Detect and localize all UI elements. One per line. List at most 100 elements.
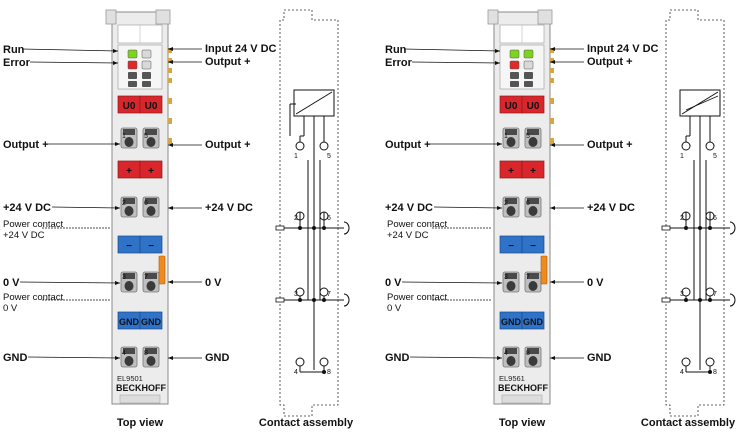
status-led [141, 49, 152, 59]
pin-label: 7 [327, 291, 331, 298]
pin-label: 6 [713, 215, 717, 222]
gnd-pad-label: GND [501, 317, 522, 327]
pin-label: 5 [327, 153, 331, 160]
model-number: EL9561 [499, 374, 525, 383]
plus-24v-label: +24 V DC [385, 202, 433, 214]
minus-pad-label: − [148, 241, 154, 252]
plus-24v-label: +24 V DC [3, 202, 51, 214]
power-contact-24v-label: Power contact [3, 219, 64, 230]
pin-label: 7 [144, 274, 148, 281]
output-plus-label: Output + [385, 139, 431, 151]
pin-label: 8 [713, 369, 717, 376]
pin-label: 4 [294, 369, 298, 376]
gnd-label: GND [587, 352, 612, 364]
plus-pad-right [521, 160, 545, 179]
pin-label: 3 [680, 291, 684, 298]
brand-logo: BECKHOFF [498, 383, 548, 393]
gnd-label: GND [3, 352, 28, 364]
output-plus-label: Output + [3, 139, 49, 151]
plus-24v-label: +24 V DC [587, 202, 635, 214]
u0-pad-label: U0 [527, 101, 540, 112]
error-led [127, 60, 138, 70]
power-contact-0v-label: 0 V [387, 303, 402, 314]
minus-pad-label: − [530, 241, 536, 252]
u0-pad-label: U0 [145, 101, 158, 112]
pin-label: 8 [144, 350, 148, 357]
zero-v-label: 0 V [3, 277, 20, 289]
pin-label: 2 [294, 215, 298, 222]
pin-label: 5 [144, 133, 148, 140]
contact-assembly-caption: Contact assembly [259, 417, 354, 429]
contact-assembly-caption: Contact assembly [641, 417, 736, 429]
pin-label: 7 [713, 291, 717, 298]
gnd-label: GND [205, 352, 230, 364]
pin-label: 1 [122, 133, 126, 140]
pin-label: 2 [680, 215, 684, 222]
plus-24v-label: +24 V DC [205, 202, 253, 214]
plus-pad-label: + [148, 166, 154, 177]
pin-label: 4 [504, 350, 508, 357]
gnd-pad-right [139, 311, 163, 330]
model-number: EL9501 [117, 374, 143, 383]
minus-pad-label: − [126, 241, 132, 252]
run-led [127, 49, 138, 59]
error-led [509, 60, 520, 70]
pin-label: 1 [294, 153, 298, 160]
pin-label: 4 [680, 369, 684, 376]
pin-label: 5 [526, 133, 530, 140]
orange-release-tab[interactable] [158, 255, 166, 285]
plus-pad-label: + [508, 166, 514, 177]
u0-pad-label: U0 [123, 101, 136, 112]
output-plus-label: Output + [205, 56, 251, 68]
pin-label: 6 [327, 215, 331, 222]
output-plus-label: Output + [587, 56, 633, 68]
run-led [509, 49, 520, 59]
error-label: Error [3, 57, 31, 69]
power-contact-24v-label: +24 V DC [387, 230, 429, 241]
output-plus-label: Output + [587, 139, 633, 151]
pin-label: 2 [122, 200, 126, 207]
led-panel [499, 44, 545, 90]
u0-pad-right [139, 95, 163, 114]
contact-assembly-el9561: 1 5 2 6 3 7 4 8 Contact ass [641, 9, 736, 429]
status-led [141, 60, 152, 70]
output-plus-label: Output + [205, 139, 251, 151]
orange-release-tab[interactable] [540, 255, 548, 285]
pin-label: 3 [122, 274, 126, 281]
status-led [523, 49, 534, 59]
plus-pad-label: + [126, 166, 132, 177]
gnd-pad-label: GND [119, 317, 140, 327]
pin-label: 6 [526, 200, 530, 207]
pin-label: 5 [713, 153, 717, 160]
module-el9561: U0 U0 1 5 + + 2 6 − − 3 7 GND GND 4 8 EL… [385, 9, 659, 429]
u0-pad-label: U0 [505, 101, 518, 112]
contact-assembly-el9501: 1 5 2 6 3 7 4 8 Contact ass [259, 9, 354, 429]
status-led [523, 60, 534, 70]
pin-label: 8 [526, 350, 530, 357]
minus-pad-label: − [508, 241, 514, 252]
gnd-pad-label: GND [523, 317, 544, 327]
zero-v-label: 0 V [205, 277, 222, 289]
pin-label: 8 [327, 369, 331, 376]
brand-logo: BECKHOFF [116, 383, 166, 393]
error-label: Error [385, 57, 413, 69]
input-24v-label: Input 24 V DC [205, 43, 277, 55]
power-contact-0v-label: Power contact [3, 292, 64, 303]
led-matrix [509, 49, 534, 87]
pin-label: 3 [504, 274, 508, 281]
power-contact-0v-label: Power contact [387, 292, 448, 303]
module-el9501: U0 U0 1 5 + + 2 6 − − 3 7 GND GND [3, 9, 277, 429]
led-matrix [127, 49, 152, 87]
zero-v-label: 0 V [385, 277, 402, 289]
run-label: Run [385, 44, 407, 56]
minus-pad-right [139, 235, 163, 254]
pin-label: 3 [294, 291, 298, 298]
minus-pad-right [521, 235, 545, 254]
pin-label: 2 [504, 200, 508, 207]
top-view-caption: Top view [499, 417, 546, 429]
run-label: Run [3, 44, 25, 56]
zero-v-label: 0 V [587, 277, 604, 289]
power-contact-24v-label: Power contact [387, 219, 448, 230]
